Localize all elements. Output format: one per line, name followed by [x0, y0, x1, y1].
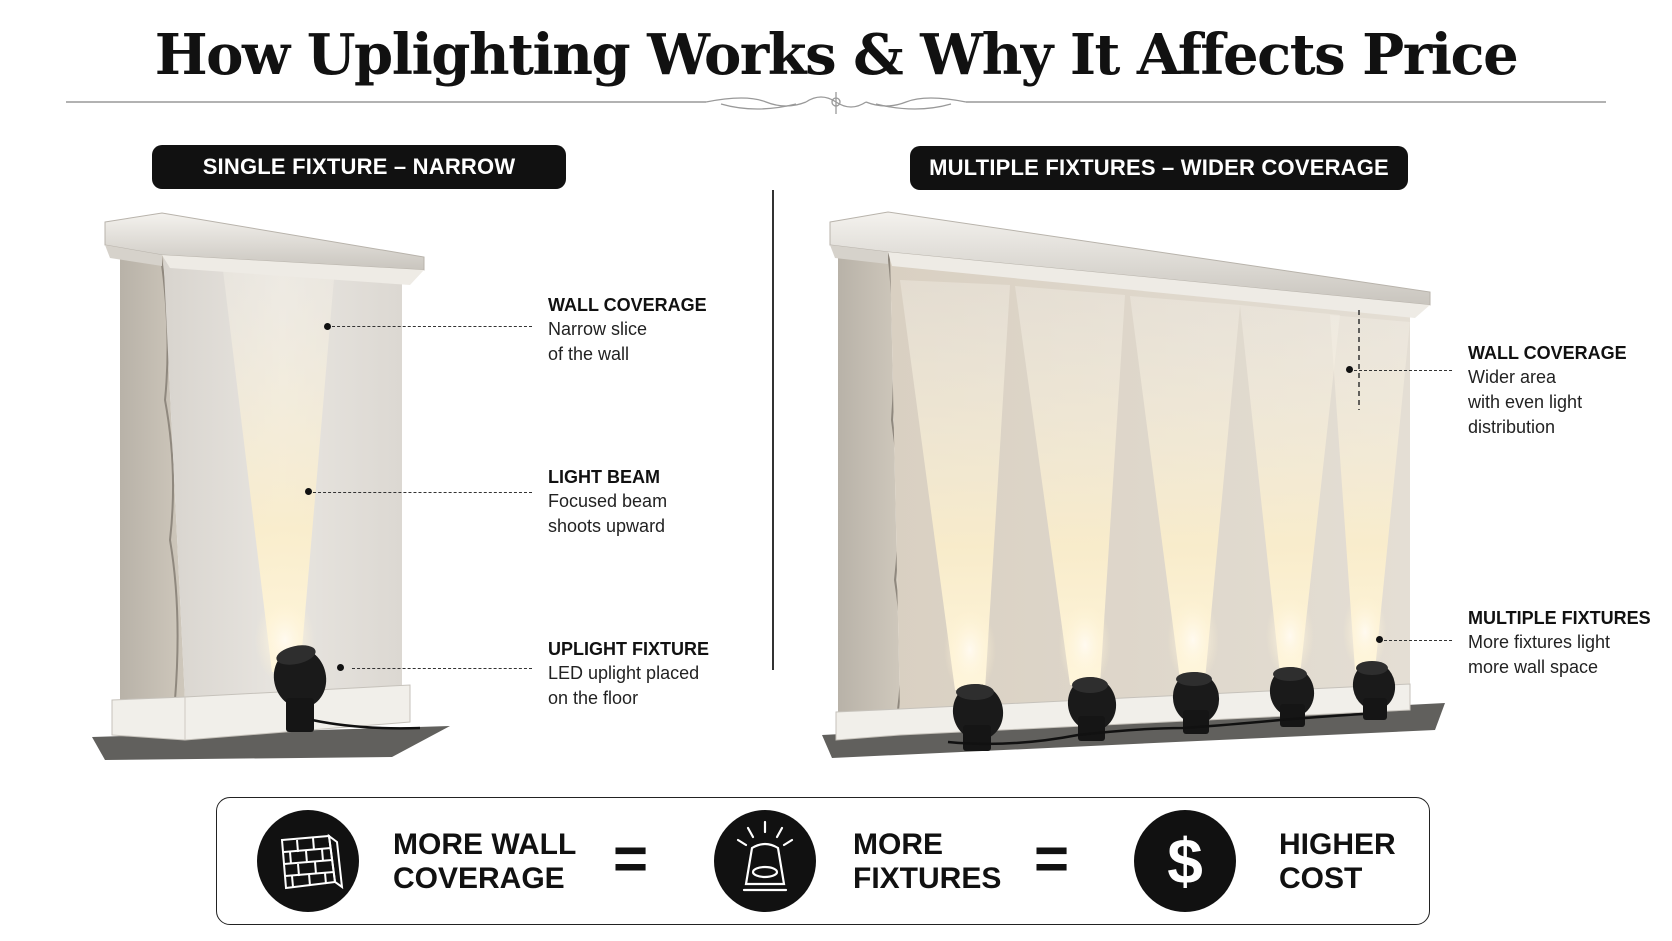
uplight-fixture-icon: [714, 810, 816, 912]
light-beams-right: [900, 280, 1410, 695]
callout-description: Wider area with even light distribution: [1468, 367, 1583, 437]
panel-separator: [772, 190, 774, 670]
callout-heading: UPLIGHT FIXTURE: [548, 639, 709, 659]
callout-light-beam: LIGHT BEAM Focused beam shoots upward: [548, 465, 667, 539]
summary-equation-box: MORE WALL COVERAGE = MORE FIXTURES = $ H…: [216, 797, 1430, 925]
callout-description: Narrow slice of the wall: [548, 319, 648, 364]
uplight-fixture-left: [273, 645, 421, 732]
callout-dot-uplight-fixture: [337, 664, 344, 671]
callout-description: More fixtures light more wall space: [1468, 632, 1611, 677]
summary-label-wall-coverage: MORE WALL COVERAGE: [393, 828, 577, 895]
dollar-symbol: $: [1167, 825, 1203, 897]
right-panel-heading: MULTIPLE FIXTURES – WIDER COVERAGE: [910, 146, 1408, 190]
leader-line-uplight-fixture: [352, 668, 532, 669]
callout-description: LED uplight placed on the floor: [548, 663, 700, 708]
brick-wall-icon: [257, 810, 359, 912]
uplight-fixtures-right: [947, 661, 1396, 751]
callout-dot-multiple-fixtures: [1376, 636, 1383, 643]
left-panel-heading: SINGLE FIXTURE – NARROW COVERAGE: [152, 145, 566, 223]
ornamental-divider: [66, 92, 1606, 114]
leader-line-multiple-fixtures: [1384, 640, 1452, 641]
leader-line-wall-coverage-right: [1354, 370, 1452, 371]
page-title: How Uplighting Works & Why It Affects Pr…: [154, 22, 1519, 88]
callout-heading: WALL COVERAGE: [548, 295, 707, 315]
callout-heading: LIGHT BEAM: [548, 467, 660, 487]
dollar-icon: $: [1134, 810, 1236, 912]
leader-line-wall-coverage-left: [332, 326, 532, 327]
callout-multiple-fixtures: MULTIPLE FIXTURES More fixtures light mo…: [1468, 606, 1651, 680]
equals-sign-2: =: [1034, 825, 1070, 892]
callout-wall-coverage-left: WALL COVERAGE Narrow slice of the wall: [548, 293, 707, 367]
callout-dot-light-beam: [305, 488, 312, 495]
equals-sign-1: =: [613, 825, 649, 892]
leader-line-light-beam: [313, 492, 532, 493]
callout-uplight-fixture: UPLIGHT FIXTURE LED uplight placed on th…: [548, 637, 709, 711]
single-fixture-wall: [92, 212, 450, 760]
callout-dot-wall-coverage-left: [324, 323, 331, 330]
summary-label-fixtures: MORE FIXTURES: [853, 828, 1002, 895]
callout-dot-wall-coverage-right: [1346, 366, 1353, 373]
callout-wall-coverage-right: WALL COVERAGE Wider area with even light…: [1468, 341, 1627, 440]
callout-heading: WALL COVERAGE: [1468, 343, 1627, 363]
multiple-fixtures-wall: [822, 211, 1445, 758]
callout-description: Focused beam shoots upward: [548, 491, 668, 536]
summary-label-cost: HIGHER COST: [1279, 828, 1396, 895]
callout-heading: MULTIPLE FIXTURES: [1468, 608, 1651, 628]
